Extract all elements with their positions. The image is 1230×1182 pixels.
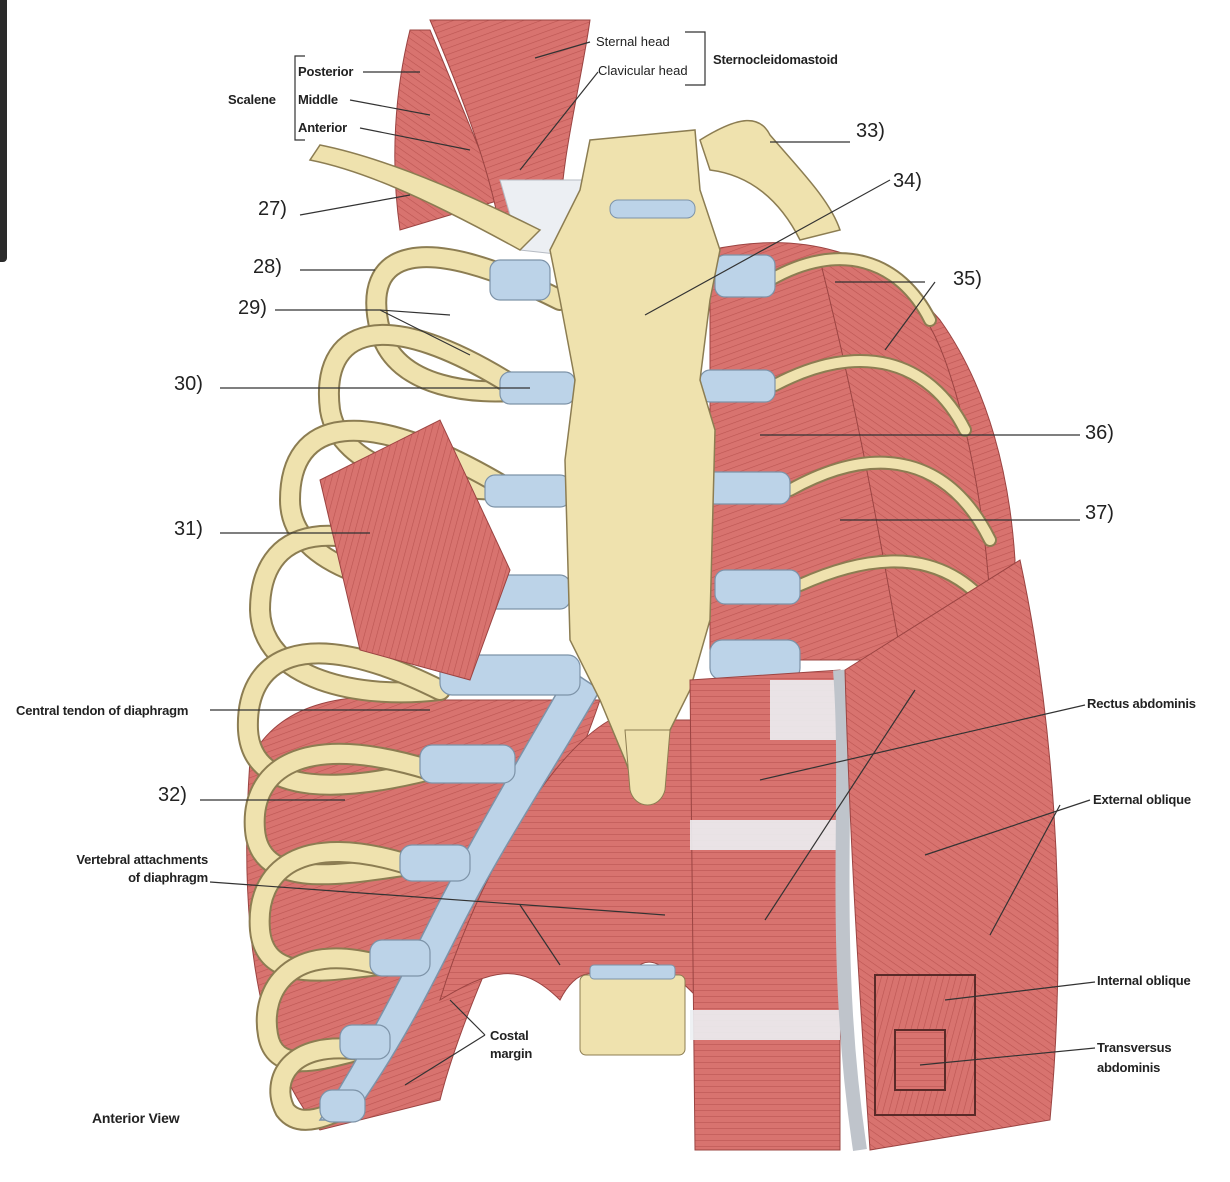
- label-32: 32): [158, 784, 187, 806]
- label-anterior: Anterior: [298, 120, 347, 135]
- label-vertebral-attachments-1: Vertebral attachments: [76, 852, 208, 867]
- label-anterior-view: Anterior View: [92, 1110, 180, 1126]
- label-31: 31): [174, 518, 203, 540]
- label-28: 28): [253, 256, 282, 278]
- label-36: 36): [1085, 422, 1114, 444]
- window-edge: [0, 0, 7, 262]
- label-37: 37): [1085, 502, 1114, 524]
- label-costal: Costal: [490, 1028, 529, 1043]
- label-35: 35): [953, 268, 982, 290]
- label-sternal-head: Sternal head: [596, 34, 670, 49]
- label-27: 27): [258, 198, 287, 220]
- vertebral-body: [579, 974, 686, 1056]
- label-posterior: Posterior: [298, 64, 354, 79]
- label-scalene: Scalene: [228, 92, 276, 107]
- leader-lines: [200, 31, 1096, 1086]
- label-internal-oblique: Internal oblique: [1097, 973, 1191, 988]
- transversus-window: [894, 1029, 946, 1091]
- label-clavicular-head: Clavicular head: [598, 63, 688, 78]
- label-abdominis: abdominis: [1097, 1060, 1161, 1075]
- label-transversus: Transversus: [1097, 1040, 1172, 1055]
- costal-cartilages-right: [699, 254, 801, 681]
- label-vertebral-attachments-2: of diaphragm: [128, 870, 208, 885]
- rectus-abdominis-muscle: [689, 669, 841, 1151]
- first-rib-right: [699, 119, 841, 241]
- label-sternocleidomastoid: Sternocleidomastoid: [713, 52, 838, 67]
- costal-cartilages-left: [319, 259, 581, 1123]
- clavicle: [308, 144, 542, 251]
- intervertebral-disc: [589, 964, 676, 980]
- label-34: 34): [893, 170, 922, 192]
- label-middle: Middle: [298, 92, 338, 107]
- label-margin: margin: [490, 1046, 533, 1061]
- sternoclavicular-disc: [609, 199, 696, 219]
- tendinous-intersections: [690, 680, 840, 1040]
- label-central-tendon: Central tendon of diaphragm: [16, 703, 189, 718]
- label-external-oblique: External oblique: [1093, 792, 1191, 807]
- label-33: 33): [856, 120, 885, 142]
- pectoralis-minor: [319, 419, 511, 681]
- label-30: 30): [174, 373, 203, 395]
- label-29: 29): [238, 297, 267, 319]
- label-rectus-abdominis: Rectus abdominis: [1087, 696, 1196, 711]
- costal-margin-cartilage: [318, 668, 601, 1121]
- linea-alba: [833, 669, 867, 1152]
- xiphoid-process: [624, 729, 671, 806]
